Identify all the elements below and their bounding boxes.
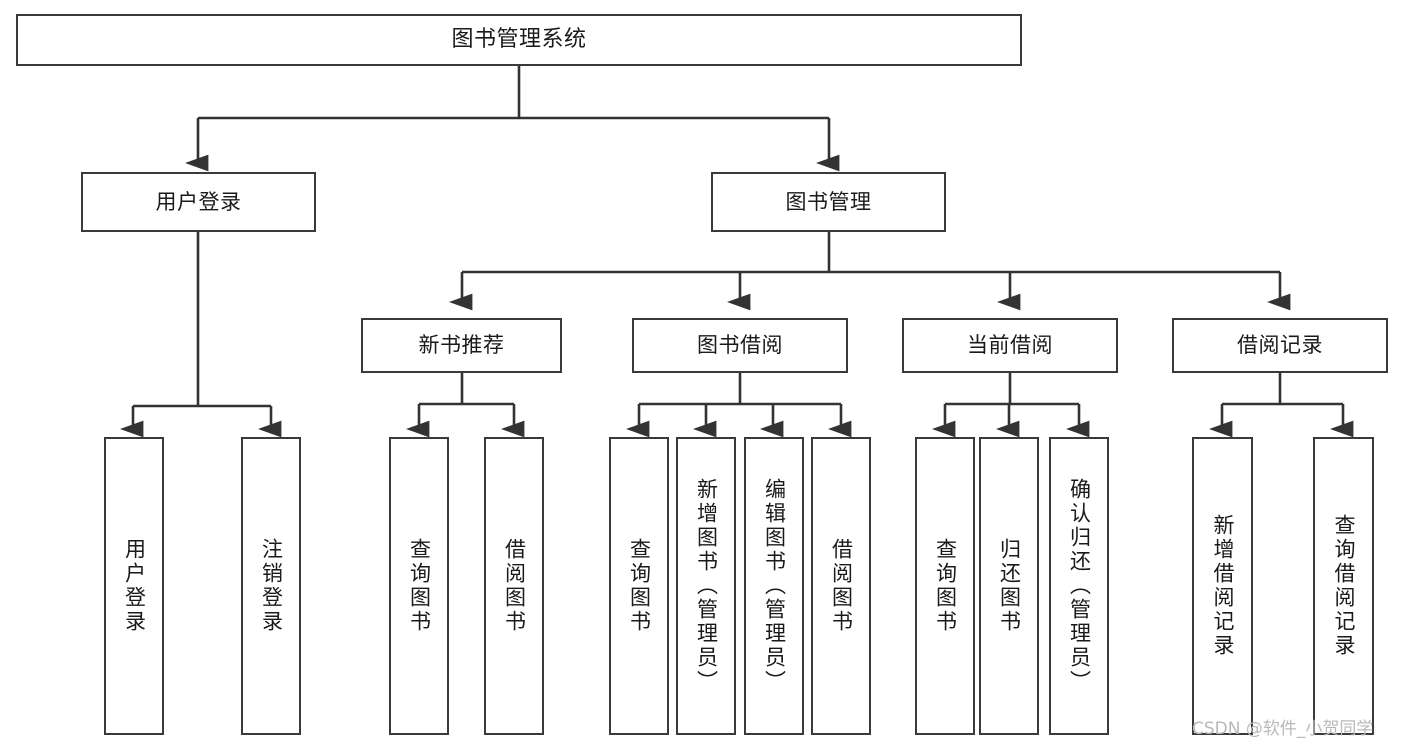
node-current-borrow[interactable]: 当前借阅 — [902, 318, 1118, 373]
node-current-borrow-label: 当前借阅 — [967, 333, 1053, 358]
node-leaf-query-book-2[interactable]: 查询图书 — [609, 437, 669, 735]
node-root[interactable]: 图书管理系统 — [16, 14, 1022, 66]
node-borrow-record-label: 借阅记录 — [1237, 333, 1323, 358]
node-leaf-user-login-label: 用户登录 — [122, 538, 147, 634]
node-leaf-logout[interactable]: 注销登录 — [241, 437, 301, 735]
node-leaf-query-book-2-label: 查询图书 — [627, 538, 652, 634]
node-leaf-add-record-label: 新增借阅记录 — [1211, 514, 1235, 658]
node-book-manage-label: 图书管理 — [785, 189, 872, 214]
node-user-login[interactable]: 用户登录 — [81, 172, 316, 232]
node-leaf-query-book-1-label: 查询图书 — [407, 538, 432, 634]
node-leaf-return-book-label: 归还图书 — [997, 538, 1022, 634]
node-user-login-label: 用户登录 — [155, 189, 242, 214]
node-book-borrow[interactable]: 图书借阅 — [632, 318, 848, 373]
node-leaf-add-book-label: 新增图书（管理员） — [694, 478, 719, 694]
node-leaf-edit-book-label: 编辑图书（管理员） — [762, 478, 787, 694]
node-leaf-query-book-3[interactable]: 查询图书 — [915, 437, 975, 735]
node-leaf-query-record[interactable]: 查询借阅记录 — [1313, 437, 1374, 735]
node-leaf-query-book-1[interactable]: 查询图书 — [389, 437, 449, 735]
node-leaf-borrow-book-1-label: 借阅图书 — [502, 538, 527, 634]
node-leaf-confirm-return-label: 确认归还（管理员） — [1067, 478, 1092, 694]
node-book-borrow-label: 图书借阅 — [697, 333, 783, 358]
node-leaf-confirm-return[interactable]: 确认归还（管理员） — [1049, 437, 1109, 735]
node-leaf-user-login[interactable]: 用户登录 — [104, 437, 164, 735]
node-leaf-add-record[interactable]: 新增借阅记录 — [1192, 437, 1253, 735]
node-new-book-rec-label: 新书推荐 — [418, 333, 505, 358]
node-book-manage[interactable]: 图书管理 — [711, 172, 946, 232]
node-leaf-add-book[interactable]: 新增图书（管理员） — [676, 437, 736, 735]
node-leaf-query-book-3-label: 查询图书 — [933, 538, 958, 634]
node-leaf-borrow-book-2[interactable]: 借阅图书 — [811, 437, 871, 735]
node-leaf-borrow-book-2-label: 借阅图书 — [829, 538, 854, 634]
watermark: CSDN @软件_小贺同学 — [1192, 719, 1374, 739]
node-leaf-query-record-label: 查询借阅记录 — [1332, 514, 1356, 658]
node-leaf-borrow-book-1[interactable]: 借阅图书 — [484, 437, 544, 735]
node-new-book-rec[interactable]: 新书推荐 — [361, 318, 562, 373]
node-leaf-return-book[interactable]: 归还图书 — [979, 437, 1039, 735]
node-borrow-record[interactable]: 借阅记录 — [1172, 318, 1388, 373]
node-leaf-logout-label: 注销登录 — [259, 538, 284, 634]
node-root-label: 图书管理系统 — [451, 27, 587, 53]
node-leaf-edit-book[interactable]: 编辑图书（管理员） — [744, 437, 804, 735]
